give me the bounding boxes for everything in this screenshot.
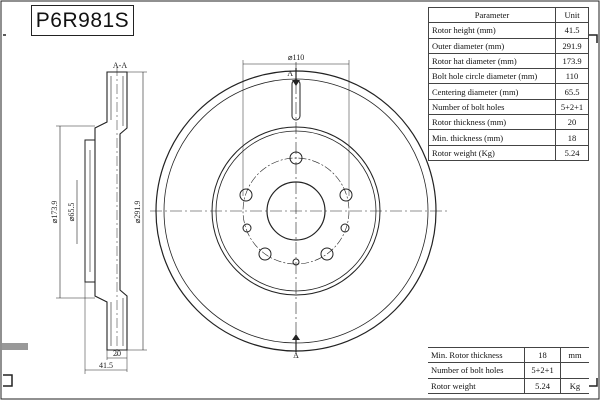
spec-header-row: Parameter Unit bbox=[428, 6, 589, 24]
spec-param: Number of bolt holes bbox=[428, 98, 556, 116]
summary-param: Number of bolt holes bbox=[428, 362, 525, 379]
summary-value: 18 bbox=[524, 346, 561, 364]
spec-value: 173.9 bbox=[555, 52, 589, 70]
spec-row: Outer diameter (mm)291.9 bbox=[428, 37, 589, 54]
spec-row: Rotor thickness (mm)20 bbox=[428, 114, 589, 131]
bolt-holes bbox=[239, 151, 353, 261]
locating-hole bbox=[242, 223, 252, 233]
summary-row: Number of bolt holes 5+2+1 bbox=[428, 362, 589, 379]
spec-row: Rotor height (mm)41.5 bbox=[428, 22, 589, 39]
locating-holes bbox=[242, 223, 350, 266]
spec-row: Bolt hole circle diameter (mm)110 bbox=[428, 68, 589, 85]
hat-inner bbox=[215, 130, 377, 292]
spec-param: Rotor weight (Kg) bbox=[428, 144, 556, 161]
summary-param: Min. Rotor thickness bbox=[428, 346, 525, 364]
bolt-circle bbox=[242, 157, 350, 265]
wear-slot bbox=[291, 79, 301, 121]
spec-param: Rotor hat diameter (mm) bbox=[428, 52, 556, 70]
outer-rim bbox=[155, 70, 437, 352]
spec-header-parameter: Parameter bbox=[428, 6, 556, 24]
spec-param: Rotor thickness (mm) bbox=[428, 114, 556, 131]
spec-param: Min. thickness (mm) bbox=[428, 129, 556, 146]
section-view bbox=[56, 66, 147, 374]
spec-row: Rotor weight (Kg)5.24 bbox=[428, 144, 589, 161]
spec-row: Centering diameter (mm)65.5 bbox=[428, 83, 589, 100]
center-bore bbox=[266, 181, 326, 241]
spec-header-unit: Unit bbox=[555, 6, 589, 24]
spec-row: Rotor hat diameter (mm)173.9 bbox=[428, 52, 589, 70]
spec-value: 65.5 bbox=[555, 83, 589, 100]
section-arrow-top bbox=[292, 80, 300, 86]
summary-unit: Kg bbox=[560, 378, 589, 394]
summary-row: Min. Rotor thickness 18 mm bbox=[428, 346, 589, 364]
spec-value: 18 bbox=[555, 129, 589, 146]
bolt-hole bbox=[258, 247, 272, 261]
section-view-label: A-A bbox=[113, 61, 127, 70]
spec-param: Rotor height (mm) bbox=[428, 22, 556, 39]
locating-hole bbox=[340, 223, 350, 233]
summary-table: Min. Rotor thickness 18 mm Number of bol… bbox=[428, 346, 589, 394]
bore-diameter-dim: ⌀65.5 bbox=[67, 203, 76, 222]
braking-surface-inner bbox=[163, 78, 429, 344]
spec-value: 5.24 bbox=[555, 144, 589, 161]
bolt-hole bbox=[339, 188, 353, 202]
summary-unit bbox=[560, 362, 589, 379]
bolt-circle-dim: ⌀110 bbox=[288, 53, 305, 62]
spec-param: Bolt hole circle diameter (mm) bbox=[428, 68, 556, 85]
locating-hole bbox=[292, 258, 300, 266]
outer-diameter-dim: ⌀291.9 bbox=[133, 201, 142, 224]
corner-marks bbox=[3, 34, 598, 387]
spec-row: Min. thickness (mm)18 bbox=[428, 129, 589, 146]
thickness-dim: 20 bbox=[113, 349, 121, 358]
spec-param: Centering diameter (mm) bbox=[428, 83, 556, 100]
spec-value: 41.5 bbox=[555, 22, 589, 39]
spec-value: 291.9 bbox=[555, 37, 589, 54]
hat-profile bbox=[84, 139, 95, 283]
section-label-bottom: A bbox=[293, 351, 299, 360]
spec-param: Outer diameter (mm) bbox=[428, 37, 556, 54]
bolt-hole bbox=[239, 188, 253, 202]
summary-param: Rotor weight bbox=[428, 378, 525, 394]
hat-outer bbox=[211, 126, 381, 296]
summary-row: Rotor weight 5.24 Kg bbox=[428, 378, 589, 394]
hat-diameter-dim: ⌀173.9 bbox=[50, 201, 59, 224]
bolt-hole bbox=[289, 151, 303, 165]
part-number-box: P6R981S bbox=[31, 5, 134, 36]
spec-table: Parameter Unit Rotor height (mm)41.5 Out… bbox=[428, 6, 589, 161]
height-dim: 41.5 bbox=[99, 361, 113, 370]
summary-unit: mm bbox=[560, 346, 589, 364]
spec-value: 110 bbox=[555, 68, 589, 85]
spec-value: 5+2+1 bbox=[555, 98, 589, 116]
summary-value: 5+2+1 bbox=[524, 362, 561, 379]
section-arrow-bottom bbox=[292, 334, 300, 340]
part-number: P6R981S bbox=[35, 8, 130, 32]
spec-value: 20 bbox=[555, 114, 589, 131]
bolt-hole bbox=[320, 247, 334, 261]
section-label-top: A bbox=[287, 69, 293, 78]
summary-value: 5.24 bbox=[524, 378, 561, 394]
gray-bar bbox=[2, 343, 28, 350]
front-view bbox=[150, 60, 450, 358]
